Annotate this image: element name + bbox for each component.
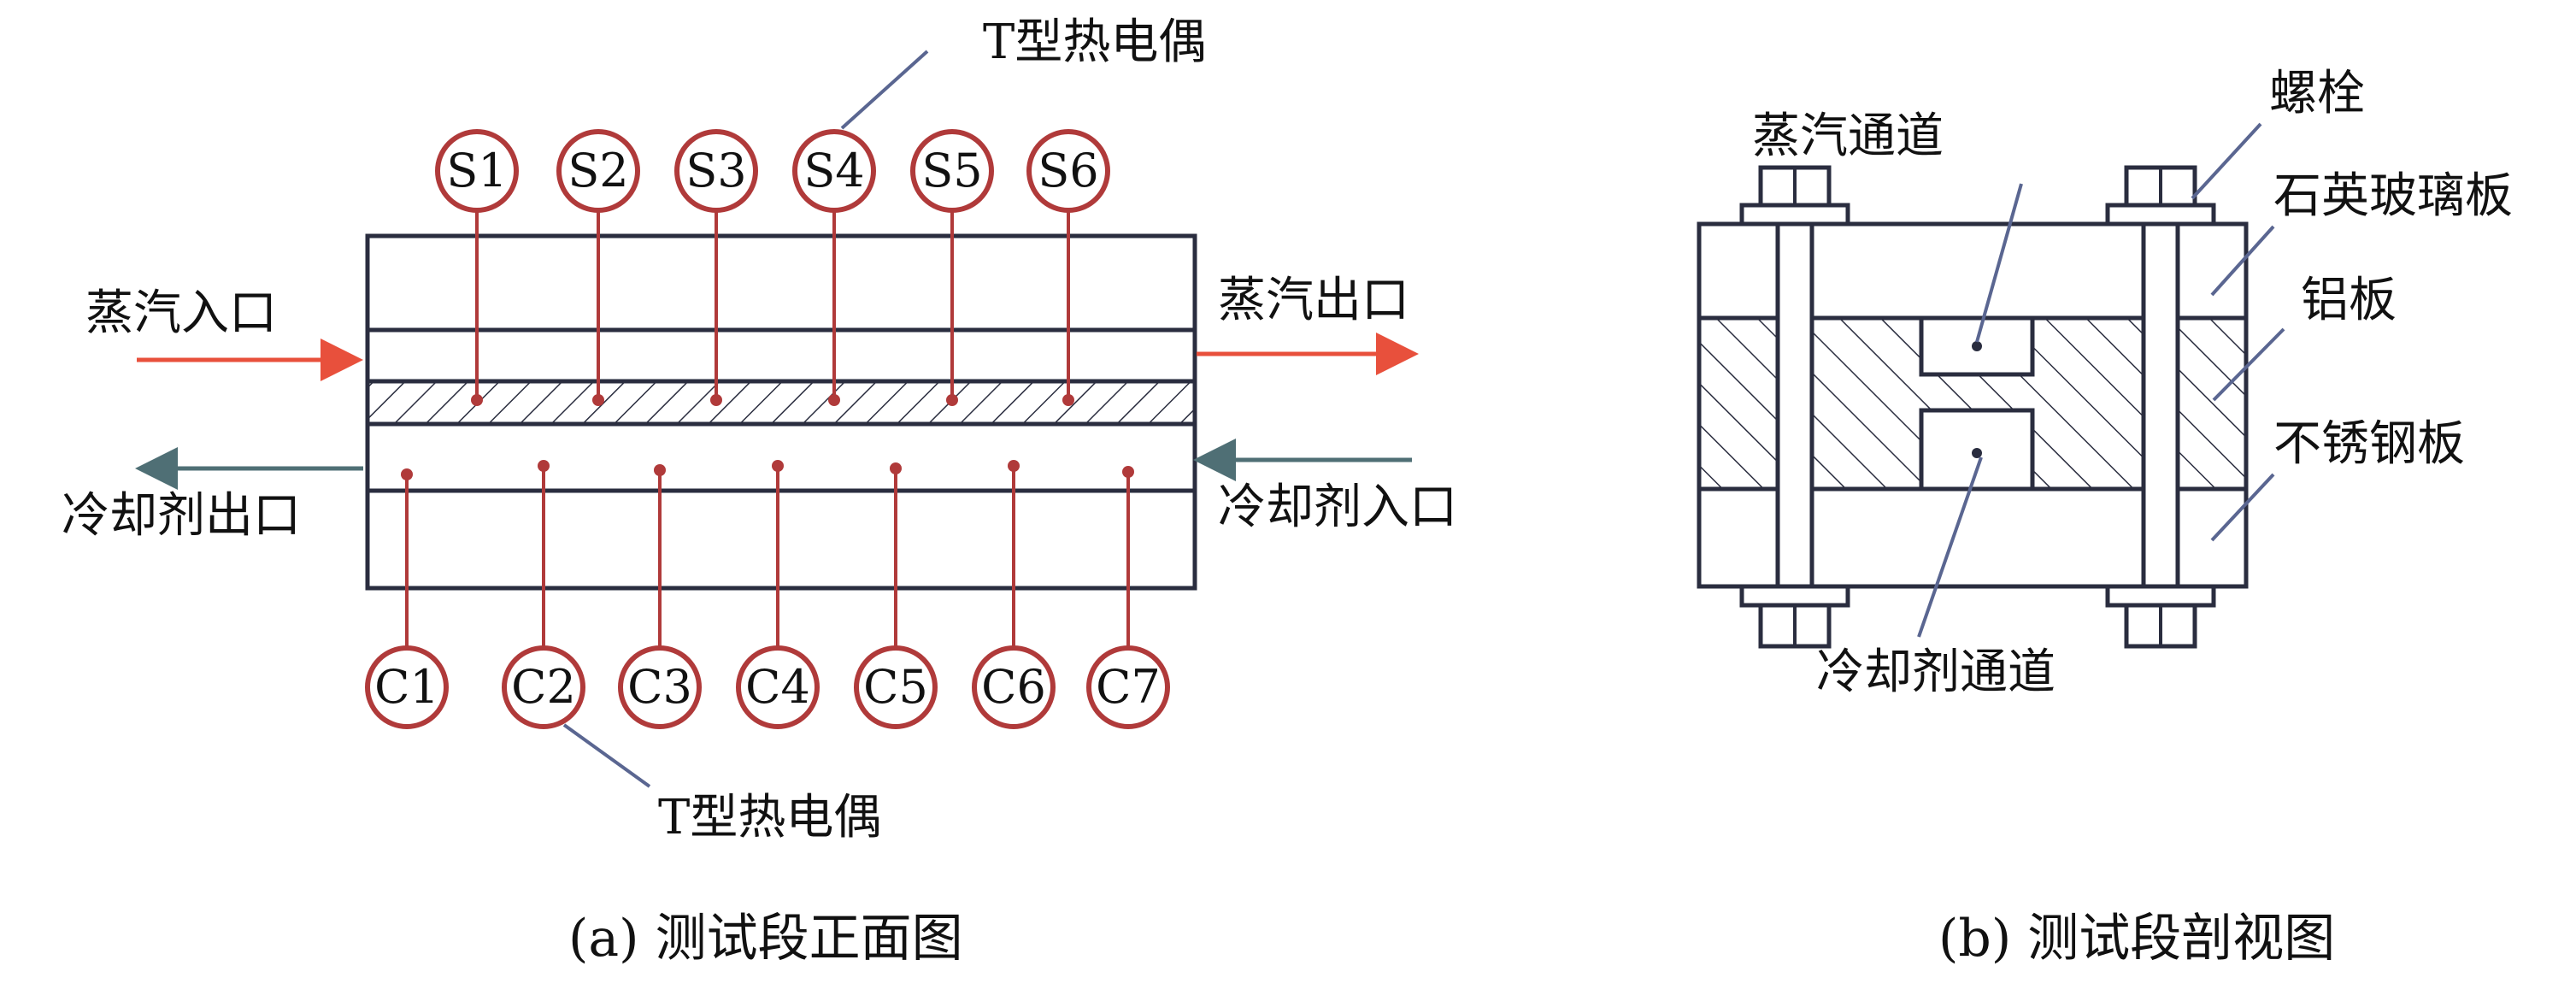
steam-sensor-circle [1026,129,1110,213]
coolant-sensor-label: C6 [981,660,1046,714]
leader-line [562,723,651,788]
caption-b: (b) 测试段剖视图 [1938,909,2335,969]
steam-channel-dot [1972,341,1982,351]
coolant-sensor-circle [618,645,702,729]
stainless-plate-label: 不锈钢板 [2273,416,2465,472]
thermocouple-top-label: T型热电偶 [983,15,1206,70]
bolt-washer-top [2105,203,2216,227]
coolant-thermocouple-tip [890,462,902,474]
coolant-sensor-circle [365,645,449,729]
coolant-sensor-circle [502,645,585,729]
bolt-washer-bottom [1739,584,1850,608]
steam-sensor-label: S3 [685,144,746,197]
steam-sensor-label: S6 [1038,144,1098,197]
coolant-sensor-label: C1 [374,660,439,714]
coolant-thermocouples: C1 C2 C3 C4 C5 C6 C7 [365,460,1170,729]
leader-line [2210,473,2275,542]
coolant-thermocouple-tip [538,460,550,472]
steam-thermocouple-tip [946,394,958,406]
steam-sensor-circle [556,129,640,213]
bolt-shaft [2141,221,2180,589]
coolant-sensor-label: C5 [863,660,928,714]
section-view: 蒸汽通道 螺栓 石英玻璃板 铝板 不锈钢板 冷却剂通道 (b) 测试段剖视图 [1697,66,2513,969]
leader-line [840,50,929,130]
quartz-glass-label: 石英玻璃板 [2273,168,2513,224]
steam-thermocouple-tip [592,394,604,406]
coolant-sensor-label: C7 [1096,660,1161,714]
steam-sensor-label: S5 [921,144,982,197]
coolant-inlet-label: 冷却剂入口 [1218,480,1457,535]
steam-sensor-circle [792,129,876,213]
coolant-sensor-circle [854,645,938,729]
steam-sensor-circle [674,129,758,213]
steam-sensor-label: S2 [568,144,628,197]
bolt-shaft [1775,221,1814,589]
coolant-thermocouple-tip [1008,460,1020,472]
steam-inlet-label: 蒸汽入口 [85,286,277,341]
coolant-outlet-label: 冷却剂出口 [62,488,301,544]
bolts [1739,165,2216,649]
steam-sensor-circle [435,129,519,213]
coolant-sensor-label: C4 [745,660,810,714]
leader-line [1975,183,2023,343]
steam-thermocouple-tip [471,394,483,406]
coolant-thermocouple-tip [772,460,784,472]
leader-line [2212,327,2285,402]
coolant-sensor-label: C2 [511,660,576,714]
coolant-sensor-circle [1086,645,1170,729]
steam-channel-label: 蒸汽通道 [1752,109,1944,164]
leader-line [2210,225,2275,297]
steam-thermocouple-tip [828,394,840,406]
steam-thermocouple-tip [1062,394,1074,406]
steam-sensor-label: S1 [446,144,507,197]
steam-thermocouples: S1 S2 S3 S4 S5 S6 [435,129,1110,406]
coolant-thermocouple-tip [654,464,666,476]
thermocouple-bottom-label: T型热电偶 [658,790,881,845]
caption-a: (a) 测试段正面图 [568,909,963,969]
steam-thermocouple-tip [710,394,722,406]
steam-sensor-label: S4 [803,144,864,197]
coolant-sensor-circle [972,645,1056,729]
leader-line [1917,456,1983,638]
bolt-washer-top [1739,203,1850,227]
hatched-steam-channel [365,379,1197,427]
leader-line [2191,122,2262,200]
coolant-sensor-circle [736,645,820,729]
bolt-washer-bottom [2105,584,2216,608]
coolant-thermocouple-tip [1122,466,1134,478]
aluminum-plate-label: 铝板 [2301,273,2397,328]
coolant-sensor-label: C3 [627,660,692,714]
coolant-thermocouple-tip [401,468,413,480]
coolant-channel-label: 冷却剂通道 [1816,645,2056,700]
coolant-channel-dot [1972,448,1982,458]
steam-sensor-circle [910,129,994,213]
bolt-label: 螺栓 [2269,66,2365,121]
steam-outlet-label: 蒸汽出口 [1218,273,1409,328]
